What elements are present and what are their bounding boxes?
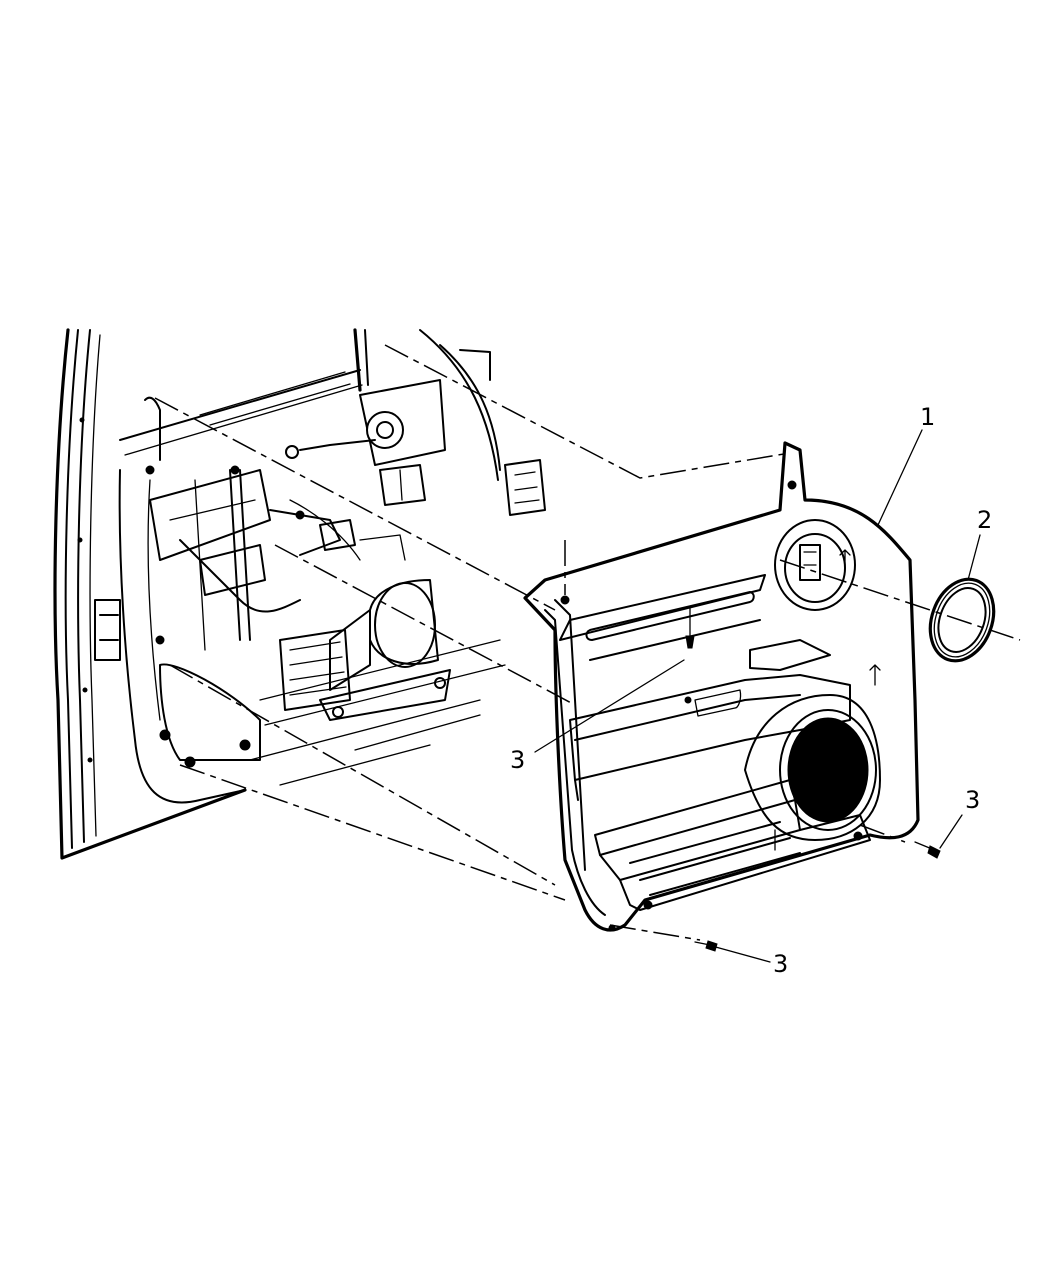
callout-1: 1 <box>920 403 935 431</box>
door-trim-panel <box>523 441 920 932</box>
screws <box>685 607 941 952</box>
alignment-lines <box>154 344 1021 941</box>
callout-3-upper: 3 <box>510 746 525 774</box>
screw-upper <box>685 607 695 649</box>
door-inner-frame <box>53 328 546 860</box>
speaker-trim-ring <box>928 577 996 663</box>
callout-3-bottom: 3 <box>773 950 788 978</box>
callout-leaders <box>534 429 981 963</box>
callout-2: 2 <box>977 506 992 534</box>
screw-bottom <box>694 940 718 952</box>
callout-3-right: 3 <box>965 786 980 814</box>
screw-right <box>914 841 941 859</box>
